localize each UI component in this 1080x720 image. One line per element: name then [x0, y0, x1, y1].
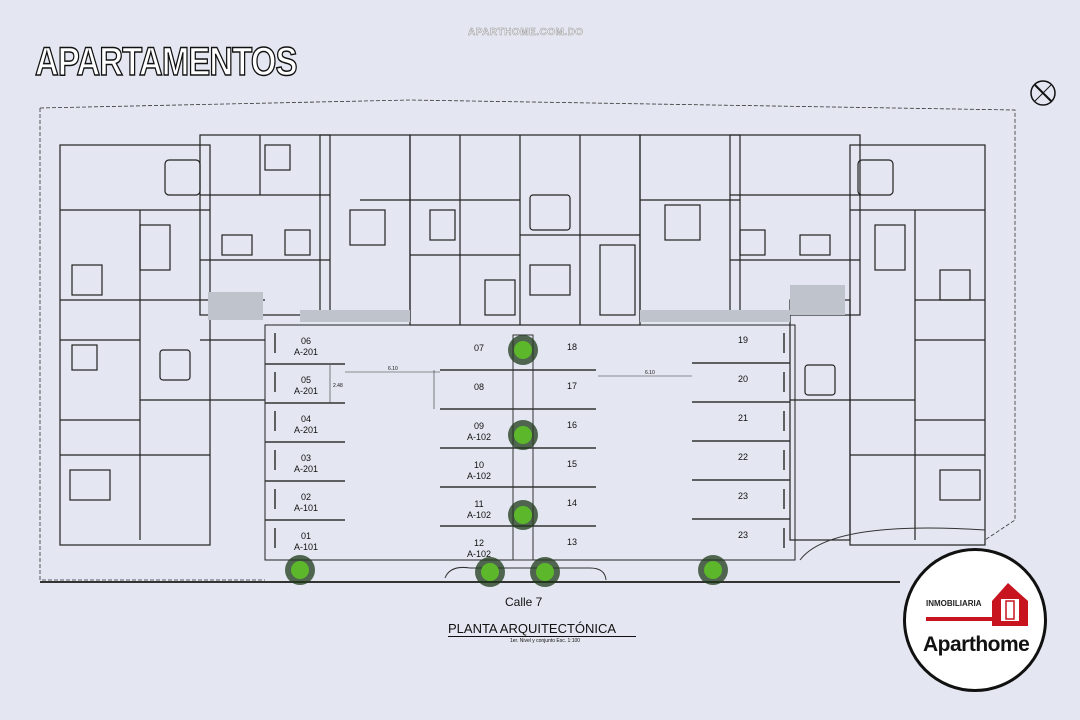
stall-number: 01: [301, 531, 311, 541]
stall-number: 11: [474, 499, 483, 509]
dimension-stall: 2.48: [333, 383, 343, 389]
stall-unit: A-201: [294, 386, 318, 396]
stall-number: 17: [567, 381, 577, 391]
street-edge: [40, 527, 986, 583]
stall-unit: A-102: [467, 549, 491, 559]
palm-tree-icon: [508, 500, 538, 530]
palm-tree-icon: [508, 420, 538, 450]
stall-number: 19: [738, 335, 748, 345]
stall-number: 06: [301, 336, 311, 346]
stall-unit: A-201: [294, 347, 318, 357]
building-right: [639, 134, 986, 546]
page-title: APARTAMENTOS: [34, 39, 298, 85]
parking-stall-labels: 06A-20105A-20104A-20103A-20102A-10101A-1…: [294, 335, 748, 559]
plan-title: PLANTA ARQUITECTÓNICA: [448, 621, 637, 637]
palm-tree-icon: [285, 555, 315, 585]
stall-number: 09: [474, 421, 484, 431]
palm-tree-icon: [508, 335, 538, 365]
dimension-aisle-left: 6.10: [388, 366, 398, 372]
stall-number: 23: [738, 491, 748, 501]
stall-number: 14: [567, 498, 577, 508]
dimension-aisle-right: 6.10: [645, 370, 655, 376]
stall-number: 07: [474, 343, 484, 353]
stall-unit: A-101: [294, 503, 318, 513]
palm-tree-icon: [530, 557, 560, 587]
stall-unit: A-101: [294, 542, 318, 552]
stall-number: 08: [474, 382, 484, 392]
palm-trees: [285, 335, 728, 587]
stall-unit: A-201: [294, 464, 318, 474]
stall-number: 15: [567, 459, 577, 469]
palm-tree-icon: [475, 557, 505, 587]
stall-number: 04: [301, 414, 311, 424]
stall-number: 22: [738, 452, 748, 462]
house-key-icon: [926, 583, 1028, 626]
stall-number: 13: [567, 537, 577, 547]
stall-unit: A-102: [467, 510, 491, 520]
stall-number: 16: [567, 420, 577, 430]
dimension-lines: [329, 365, 692, 409]
stall-number: 03: [301, 453, 311, 463]
stall-number: 12: [474, 538, 484, 548]
website-watermark: APARTHOME.COM.DO: [468, 27, 584, 39]
stall-number: 23: [738, 530, 748, 540]
logo-top-text: INMOBILIARIA: [926, 599, 982, 608]
stall-number: 10: [474, 460, 484, 470]
stall-number: 02: [301, 492, 311, 502]
building-center: [409, 134, 641, 326]
aparthome-logo: INMOBILIARIA Aparthome: [903, 548, 1047, 692]
palm-tree-icon: [698, 555, 728, 585]
property-boundary: [39, 99, 1016, 581]
stall-number: 05: [301, 375, 311, 385]
plan-scale-note: 1er. Nivel y conjunto Esc. 1:100: [510, 638, 581, 644]
north-arrow-icon: [1030, 80, 1056, 106]
logo-brand: Aparthome: [923, 633, 1030, 656]
patio-hatch: [208, 285, 845, 322]
stall-unit: A-201: [294, 425, 318, 435]
building-left: [59, 134, 411, 546]
stall-number: 21: [738, 413, 748, 423]
stall-unit: A-102: [467, 471, 491, 481]
street-label: Calle 7: [505, 595, 543, 609]
stall-number: 20: [738, 374, 748, 384]
stall-number: 18: [567, 342, 577, 352]
stall-unit: A-102: [467, 432, 491, 442]
